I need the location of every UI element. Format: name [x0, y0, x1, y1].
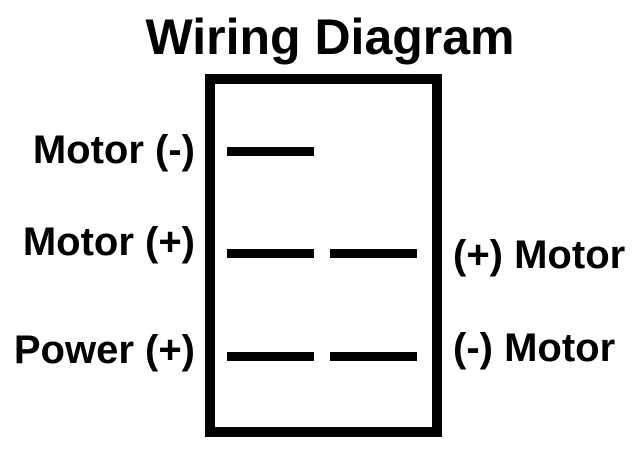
terminal-pin-row2-right	[330, 249, 417, 258]
label-right-motor-positive: (+) Motor	[453, 233, 626, 277]
label-motor-positive: Motor (+)	[22, 220, 195, 264]
terminal-pin-row1-left	[227, 147, 314, 156]
label-right-motor-negative: (-) Motor	[453, 326, 616, 370]
terminal-pin-row3-left	[227, 352, 314, 361]
terminal-pin-row2-left	[227, 249, 314, 258]
label-motor-negative: Motor (-)	[32, 128, 195, 172]
diagram-title: Wiring Diagram	[145, 9, 515, 65]
label-power-positive: Power (+)	[13, 328, 195, 372]
terminal-pin-row3-right	[330, 352, 417, 361]
